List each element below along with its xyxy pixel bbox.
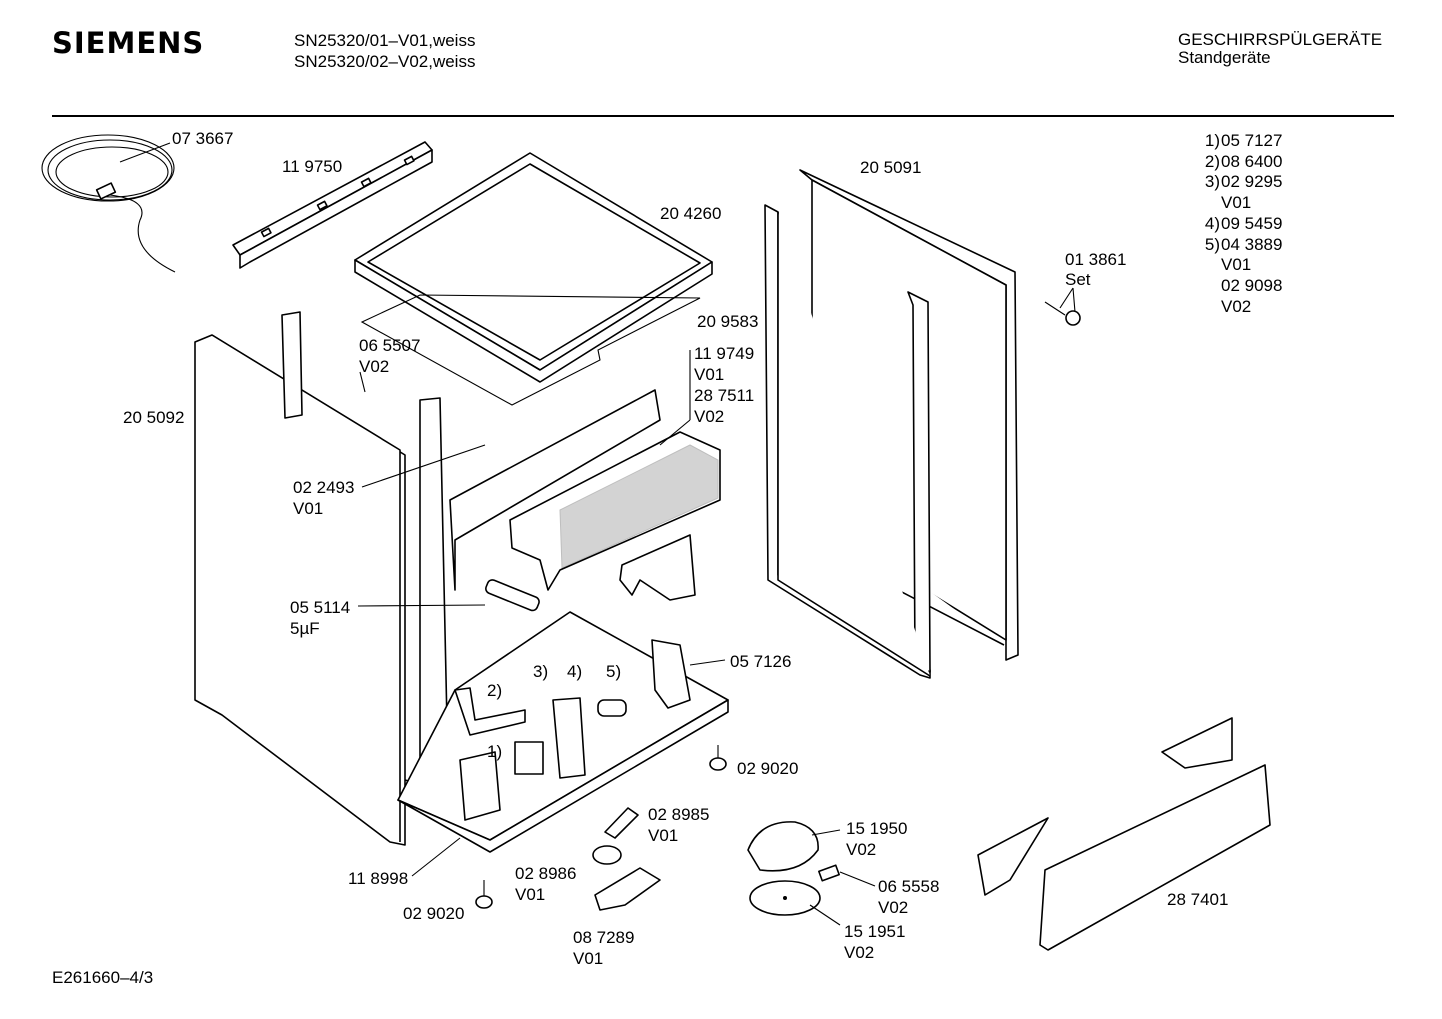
brand-logo: SIEMENS [52, 26, 205, 60]
label-v01-b: V01 [293, 499, 324, 518]
label-151951: 15 1951 [844, 922, 906, 941]
label-205092: 20 5092 [123, 408, 185, 427]
label-callout-1: 1) [487, 742, 503, 761]
label-5uf: 5µF [290, 619, 320, 638]
leader-lines [119, 142, 1076, 926]
label-119750: 11 9750 [282, 157, 343, 176]
parts-list-item: V01 [1221, 193, 1252, 213]
top-cover-part [354, 152, 713, 383]
label-119749: 11 9749 [694, 344, 755, 363]
label-073667: 07 3667 [172, 129, 234, 148]
label-065558: 06 5558 [878, 877, 940, 896]
right-frame-part [764, 204, 931, 679]
parts-list-item: 3)02 9295 [1204, 172, 1283, 192]
parts-list-item: 4)09 5459 [1204, 213, 1283, 233]
label-028985: 02 8985 [648, 805, 710, 824]
duct-housing-part [449, 389, 721, 591]
label-v01-e: V01 [573, 949, 604, 968]
category-line-2: Standgeräte [1178, 48, 1271, 67]
label-209583: 20 9583 [697, 312, 759, 331]
label-013861: 01 3861 [1065, 250, 1127, 269]
model-line-2: SN25320/02–V02,weiss [294, 52, 476, 71]
screw-set-part [1044, 301, 1081, 326]
label-v01-a: V01 [694, 365, 725, 384]
label-118998: 11 8998 [348, 869, 409, 888]
label-v02-e: V02 [844, 943, 875, 962]
insulation-mat-part [360, 294, 701, 406]
plinth-part [977, 717, 1271, 951]
label-callout-4: 4) [567, 662, 583, 681]
small-parts-group [454, 687, 627, 821]
model-line-1: SN25320/01–V01,weiss [294, 31, 476, 50]
label-055114: 05 5114 [290, 598, 351, 617]
label-287511: 28 7511 [694, 386, 755, 405]
power-cord-part [41, 134, 176, 273]
adjustable-foot-part [475, 745, 727, 909]
label-029020-b: 02 9020 [403, 904, 465, 923]
parts-list-item: 2)08 6400 [1204, 151, 1283, 171]
left-side-panel-part [194, 334, 406, 846]
header-divider [52, 115, 1394, 117]
label-287401: 28 7401 [1167, 890, 1229, 909]
parts-list-item: V01 [1221, 255, 1252, 275]
parts-list-item: 02 9098 [1221, 275, 1283, 295]
label-065507: 06 5507 [359, 336, 421, 355]
label-205091: 20 5091 [860, 158, 922, 177]
label-v02-a: V02 [359, 357, 390, 376]
label-callout-5: 5) [606, 662, 622, 681]
elbow-duct-part [619, 534, 696, 601]
parts-list-item: V02 [1221, 296, 1252, 316]
label-204260: 20 4260 [660, 204, 722, 223]
capacitor-part [485, 579, 540, 612]
label-set: Set [1065, 270, 1091, 289]
bracket-part [651, 639, 691, 709]
label-callout-2: 2) [487, 681, 503, 700]
label-v02-b: V02 [694, 407, 725, 426]
parts-list-item: 1)05 7127 [1204, 131, 1283, 150]
drawing-id: E261660–4/3 [52, 968, 154, 987]
pump-part [747, 821, 840, 916]
rail-part [232, 141, 433, 269]
category-line-1: GESCHIRRSPÜLGERÄTE [1178, 30, 1383, 49]
parts-list: 1)05 7127 2)08 6400 3)02 9295 V01 4)09 5… [1196, 131, 1283, 317]
label-029020-a: 02 9020 [737, 759, 799, 778]
float-switch-parts [592, 807, 661, 911]
label-v01-c: V01 [648, 826, 679, 845]
label-022493: 02 2493 [293, 478, 355, 497]
parts-list-item: 5)04 3889 [1204, 234, 1283, 254]
label-v01-d: V01 [515, 885, 546, 904]
label-087289: 08 7289 [573, 928, 635, 947]
label-151950: 15 1950 [846, 819, 908, 838]
label-callout-3: 3) [533, 662, 549, 681]
label-v02-d: V02 [878, 898, 909, 917]
label-057126: 05 7126 [730, 652, 792, 671]
label-v02-c: V02 [846, 840, 877, 859]
label-028986: 02 8986 [515, 864, 577, 883]
